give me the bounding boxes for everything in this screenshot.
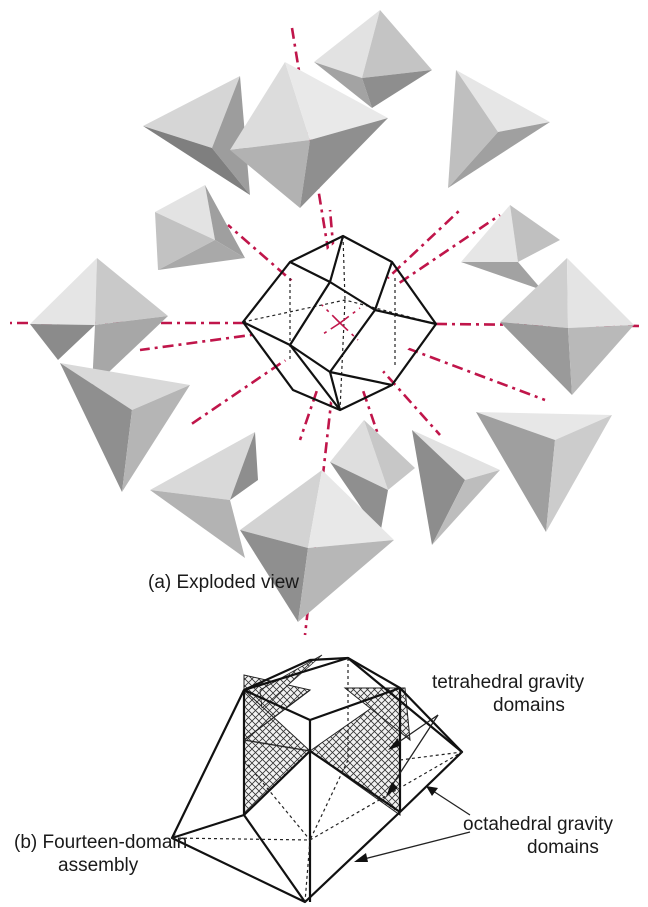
label-tetrahedral-line1: tetrahedral gravity bbox=[432, 672, 585, 693]
caption-exploded-view: (a) Exploded view bbox=[148, 572, 299, 593]
tetrahedron-upper-left bbox=[143, 76, 250, 195]
caption-assembly-line2: assembly bbox=[58, 855, 139, 876]
tetrahedron-lower-left bbox=[60, 363, 190, 492]
label-tetrahedral-line2: domains bbox=[493, 695, 565, 716]
tetrahedron-bottom-right bbox=[412, 430, 500, 545]
rhombic-dodecahedron bbox=[243, 236, 436, 410]
assembly-outline bbox=[172, 658, 462, 902]
caption-assembly-line1: (b) Fourteen-domain bbox=[14, 832, 187, 853]
tetrahedron-bottom-left bbox=[150, 432, 258, 558]
tetrahedron-right bbox=[461, 205, 560, 290]
assembly-view: tetrahedral gravity domains octahedral g… bbox=[14, 655, 613, 902]
octahedron-left bbox=[30, 258, 168, 388]
tetrahedron-upper-right bbox=[448, 70, 550, 188]
label-octahedral-line2: domains bbox=[527, 837, 599, 858]
exploded-view: (a) Exploded view bbox=[10, 10, 640, 635]
label-octahedral-line1: octahedral gravity bbox=[463, 814, 613, 835]
